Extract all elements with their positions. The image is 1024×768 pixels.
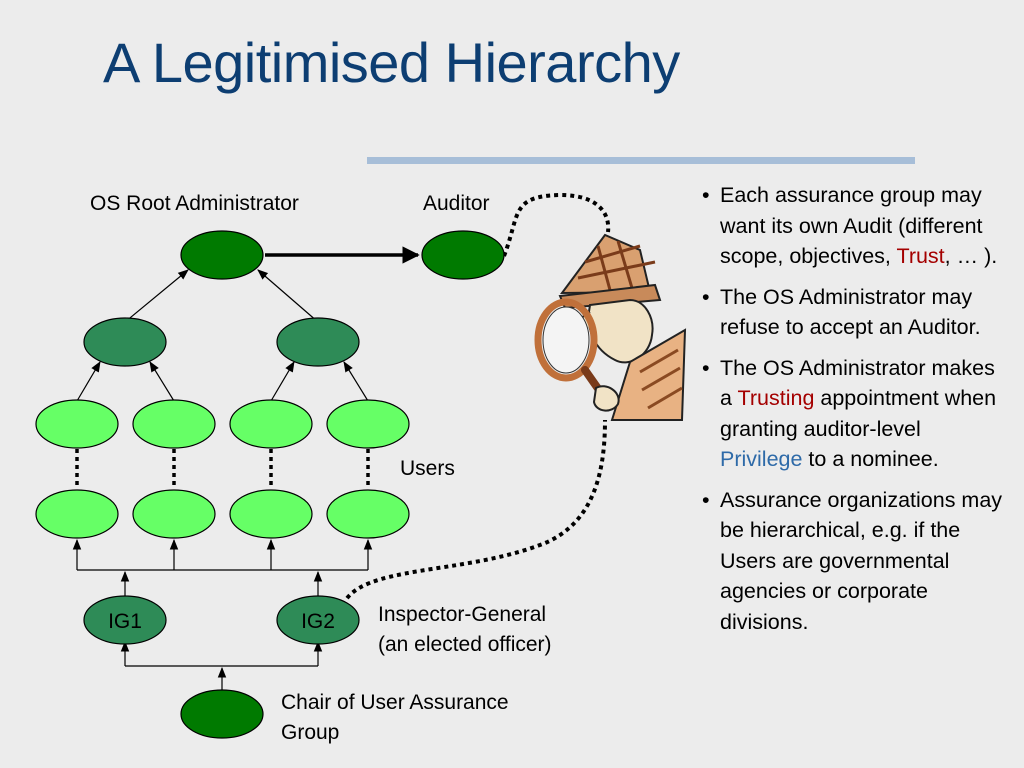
label-chair-line1: Chair of User Assurance — [281, 688, 509, 718]
bullet-item: The OS Administrator may refuse to accep… — [700, 282, 1005, 343]
node-user-upper — [327, 400, 409, 448]
bullet-text: to a nominee. — [802, 447, 938, 471]
edge-mid-right-to-root — [258, 270, 318, 322]
node-user-lower — [133, 490, 215, 538]
chair-to-ig-connectors — [125, 642, 318, 692]
bullet-item: Assurance organizations may be hierarchi… — [700, 485, 1005, 638]
node-user-lower — [230, 490, 312, 538]
bullet-highlight: Trusting — [738, 386, 815, 410]
node-mid-right — [277, 318, 359, 366]
node-user-lower — [36, 490, 118, 538]
bullet-list: Each assurance group may want its own Au… — [700, 180, 1005, 647]
node-ig2-label: IG2 — [301, 610, 335, 633]
node-user-upper — [36, 400, 118, 448]
label-auditor: Auditor — [423, 189, 490, 219]
label-chair-line2: Group — [281, 718, 509, 748]
node-mid-left — [84, 318, 166, 366]
node-user-upper — [133, 400, 215, 448]
ig-to-users-connectors — [77, 540, 368, 596]
bullet-text: Assurance organizations may be hierarchi… — [720, 488, 1002, 634]
label-ig-line2: (an elected officer) — [378, 630, 552, 660]
node-chair — [181, 690, 263, 738]
node-root — [181, 231, 263, 279]
node-ig1-label: IG1 — [108, 610, 142, 633]
user-dotted-links — [77, 449, 368, 489]
bullet-text: , … ). — [945, 244, 998, 268]
node-auditor — [422, 231, 504, 279]
edges-to-mid — [77, 362, 368, 401]
label-ig-line1: Inspector-General — [378, 600, 552, 630]
label-chair: Chair of User Assurance Group — [281, 688, 509, 748]
node-user-upper — [230, 400, 312, 448]
label-inspector-general: Inspector-General (an elected officer) — [378, 600, 552, 660]
bullet-highlight: Privilege — [720, 447, 802, 471]
edge-mid-left-to-root — [125, 270, 188, 322]
bullet-text: The OS Administrator may refuse to accep… — [720, 285, 981, 340]
auditor-to-detective-dotted — [504, 195, 608, 256]
detective-with-magnifying-glass-icon — [538, 235, 685, 420]
bullet-highlight: Trust — [896, 244, 944, 268]
bullet-item: The OS Administrator makes a Trusting ap… — [700, 353, 1005, 475]
label-os-root: OS Root Administrator — [90, 189, 299, 219]
node-user-lower — [327, 490, 409, 538]
label-users: Users — [400, 454, 455, 484]
bullet-item: Each assurance group may want its own Au… — [700, 180, 1005, 272]
